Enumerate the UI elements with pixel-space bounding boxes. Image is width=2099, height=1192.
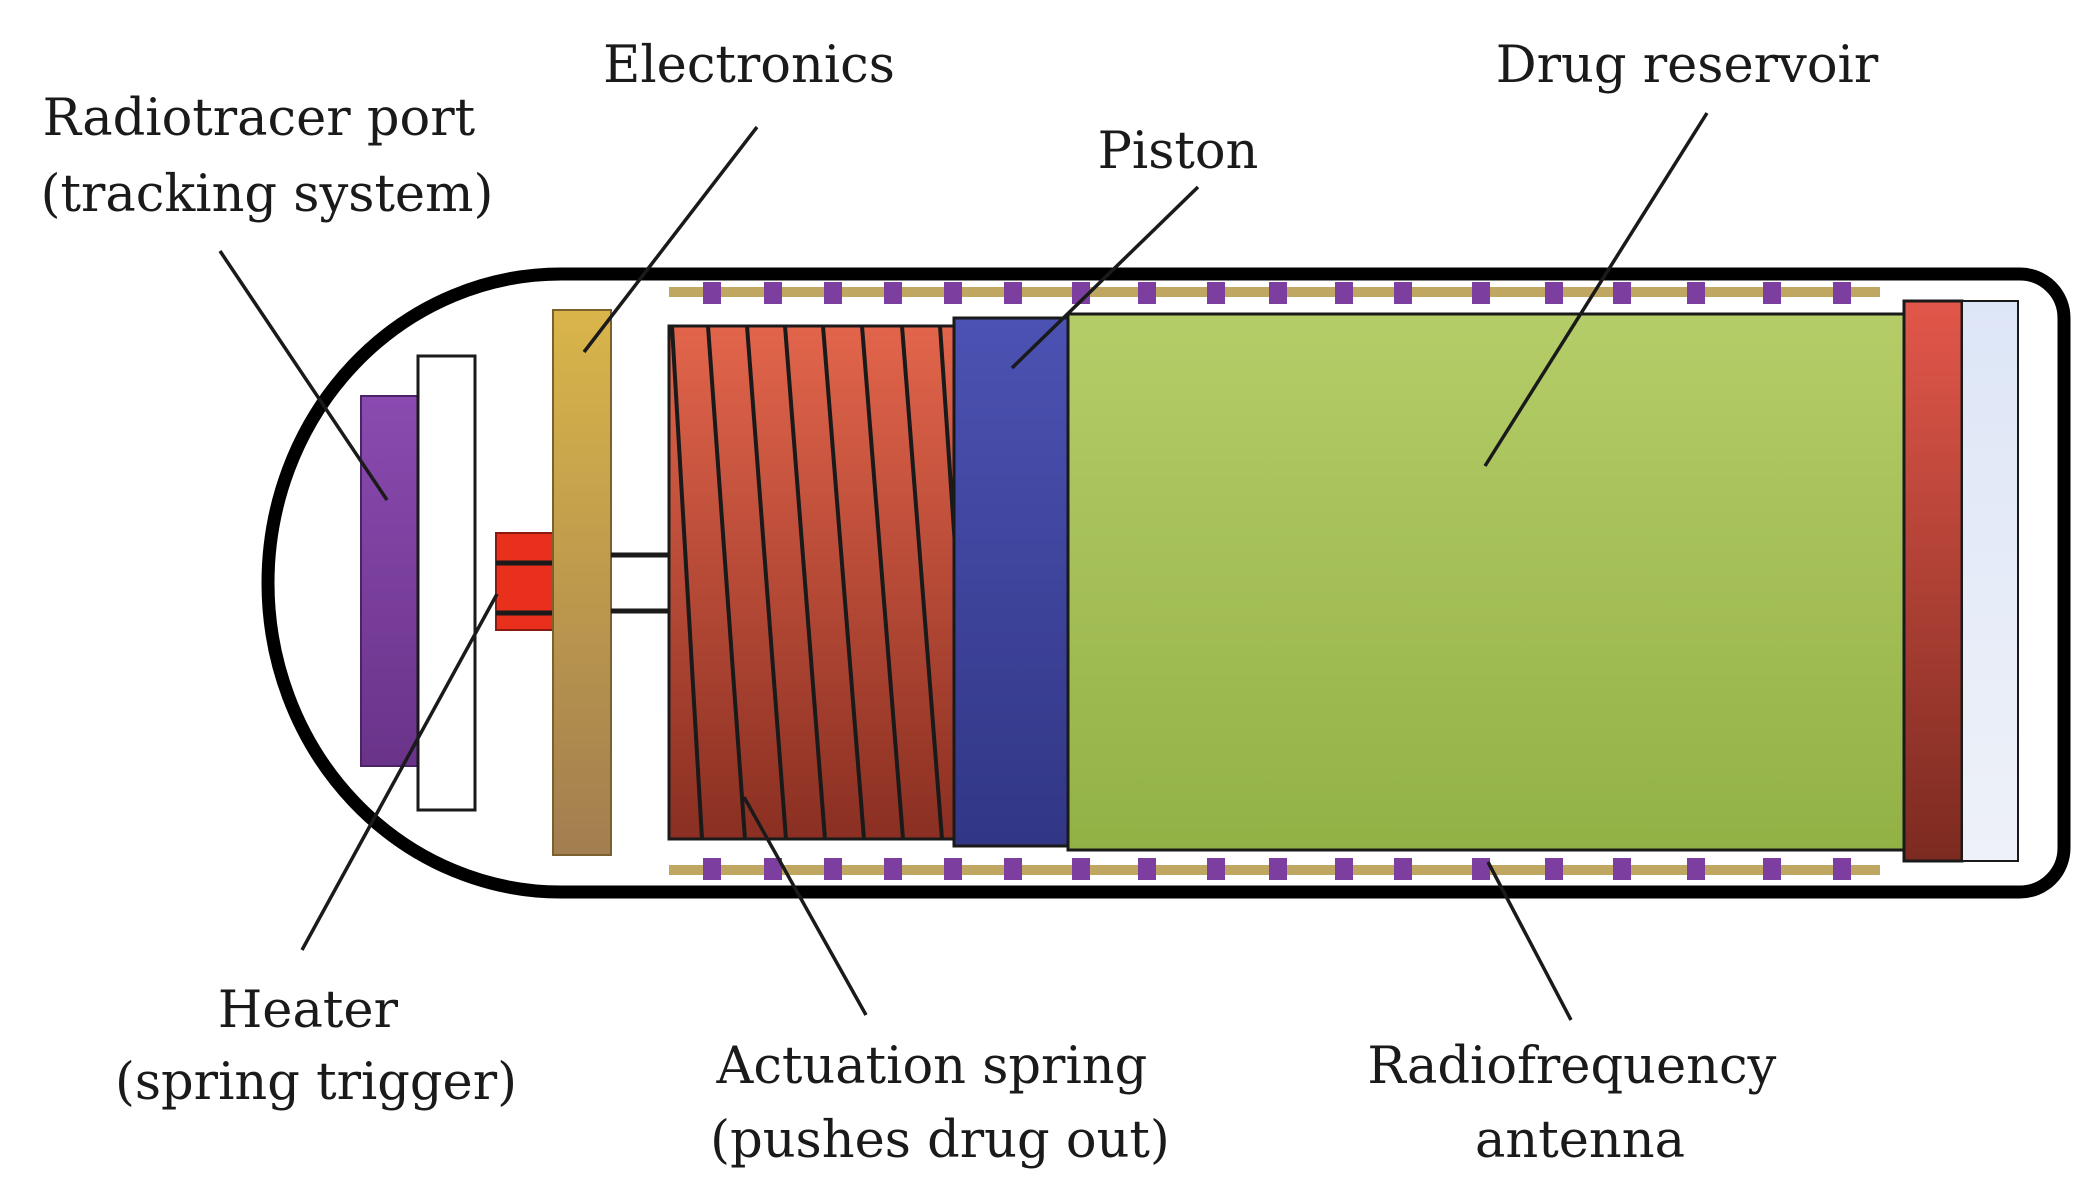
antenna-tooth <box>1833 282 1851 304</box>
heater-block <box>495 532 554 631</box>
label-actuation-spring: Actuation spring (pushes drug out) <box>710 1037 1170 1170</box>
end-cap <box>1902 299 1964 863</box>
leader-heater <box>300 593 499 951</box>
piston <box>952 316 1070 848</box>
antenna-tooth <box>1763 282 1781 304</box>
electronics-board <box>552 309 612 856</box>
antenna-tooth <box>764 282 782 304</box>
antenna-bottom-strip <box>669 858 1880 880</box>
leader-drug-reservoir <box>1483 112 1709 467</box>
antenna-tooth <box>703 282 721 304</box>
label-radiotracer-port: Radiotracer port (tracking system) <box>41 89 494 224</box>
antenna-tooth <box>1687 858 1705 880</box>
capsule-shell <box>261 267 2071 899</box>
leader-piston <box>1010 185 1200 370</box>
antenna-tooth <box>824 282 842 304</box>
antenna-tooth <box>1335 858 1353 880</box>
antenna-tooth <box>884 282 902 304</box>
radiotracer-port-plate <box>416 354 477 812</box>
antenna-tooth <box>1269 858 1287 880</box>
antenna-tooth <box>1207 858 1225 880</box>
antenna-tooth <box>1613 858 1631 880</box>
leader-electronics <box>582 125 759 354</box>
antenna-tooth <box>944 282 962 304</box>
antenna-tooth <box>1138 282 1156 304</box>
end-window <box>1961 300 2019 862</box>
radiotracer-port-block <box>360 395 420 767</box>
antenna-tooth <box>1545 282 1563 304</box>
antenna-tooth <box>1004 282 1022 304</box>
label-piston: Piston <box>1098 122 1259 181</box>
antenna-tooth <box>1394 282 1412 304</box>
drug-reservoir <box>1066 312 1906 852</box>
leader-radiotracer-port <box>218 250 389 501</box>
antenna-tooth <box>944 858 962 880</box>
antenna-tooth <box>1394 858 1412 880</box>
antenna-tooth <box>1072 858 1090 880</box>
leader-rf-antenna <box>1486 861 1573 1021</box>
antenna-tooth <box>1004 858 1022 880</box>
antenna-tooth <box>1472 282 1490 304</box>
label-rf-antenna: Radiofrequency antenna <box>1367 1037 1792 1170</box>
antenna-tooth <box>1138 858 1156 880</box>
label-heater: Heater (spring trigger) <box>115 981 517 1112</box>
antenna-top-strip <box>669 282 1880 304</box>
antenna-tooth <box>1687 282 1705 304</box>
antenna-tooth <box>764 858 782 880</box>
antenna-tooth <box>1472 858 1490 880</box>
label-electronics: Electronics <box>603 36 895 95</box>
antenna-tooth <box>1613 282 1631 304</box>
antenna-tooth <box>1763 858 1781 880</box>
actuation-spring <box>667 324 956 841</box>
antenna-tooth <box>703 858 721 880</box>
antenna-tooth <box>884 858 902 880</box>
antenna-tooth <box>824 858 842 880</box>
label-drug-reservoir: Drug reservoir <box>1496 36 1879 95</box>
antenna-tooth <box>1207 282 1225 304</box>
antenna-tooth <box>1269 282 1287 304</box>
leader-actuation-spring <box>742 796 868 1016</box>
antenna-tooth <box>1545 858 1563 880</box>
antenna-tooth <box>1833 858 1851 880</box>
antenna-tooth <box>1335 282 1353 304</box>
